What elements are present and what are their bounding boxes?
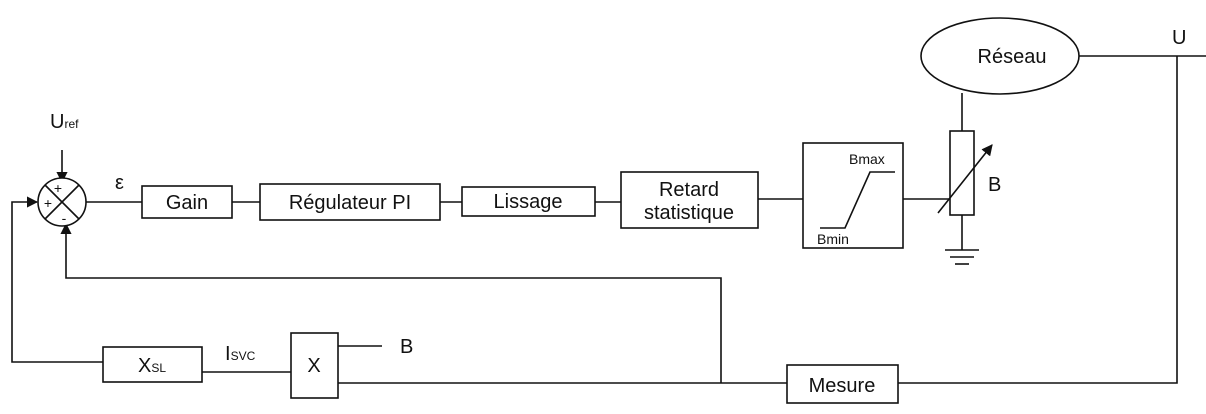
sum-sign-left: + [44,195,52,211]
summing-junction: + + - [37,177,87,227]
susceptance-b-label: B [988,174,1001,196]
uref-label: Uref [50,111,79,133]
measure-block: Mesure [786,364,899,404]
xsl-label: XSL [138,355,166,377]
signal-wires [11,55,1206,384]
delay-label-line1: Retard [659,179,719,201]
epsilon-label: ε [115,172,124,194]
b-input-label: B [400,336,413,358]
multiplier-label: X [307,355,320,377]
gain-block: Gain [141,185,233,219]
bmax-label: Bmax [849,151,885,167]
delay-label-line2: statistique [644,202,734,224]
sum-sign-top: + [54,180,62,196]
multiplier-block: X [290,332,339,399]
xsl-feedback-wire [11,196,103,363]
gain-label: Gain [166,192,208,214]
variable-susceptance: B [937,130,1001,216]
network-block: Réseau [920,17,1080,95]
measure-label: Mesure [809,375,876,397]
pi-regulator-label: Régulateur PI [289,192,411,214]
limiter-characteristic [820,171,895,229]
xsl-block: XSL [102,346,203,383]
delay-block: Retard statistique [620,171,759,229]
network-label: Réseau [978,46,1047,68]
feedback-wire [60,222,722,383]
isvc-label: ISVC [225,343,256,365]
pi-regulator-block: Régulateur PI [259,183,441,221]
smoothing-label: Lissage [494,191,563,213]
smoothing-block: Lissage [461,186,596,217]
bus-u-label: U [1172,27,1186,49]
bmin-label: Bmin [817,231,849,247]
ground-icon [945,249,979,265]
limiter-block: Bmax Bmin [802,142,904,249]
bus-to-measure-wire [898,56,1178,384]
variable-arrow [937,144,993,214]
sum-sign-bottom: - [62,210,67,226]
